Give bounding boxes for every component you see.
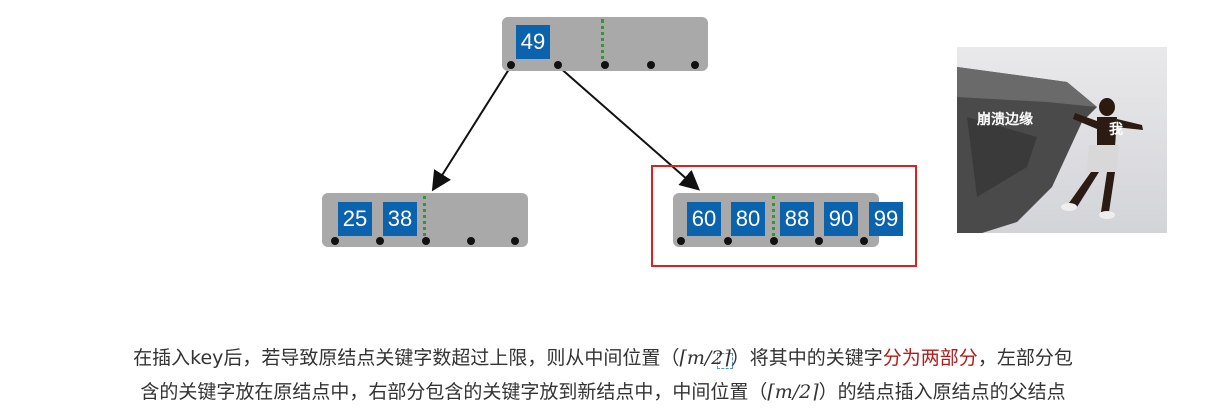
pointer-dot <box>554 61 562 69</box>
pointer-dot <box>422 237 430 245</box>
pointer-dot <box>467 237 475 245</box>
ceil-m-over-2: ⌈m/2⌉ <box>679 347 731 369</box>
left-key-2: 38 <box>383 202 417 236</box>
split-marker <box>423 196 426 242</box>
right-key-4: 90 <box>824 202 858 236</box>
left-key-1: 25 <box>338 202 372 236</box>
pointer-dot <box>601 61 609 69</box>
right-key-3: 88 <box>780 202 814 236</box>
left-child-node: 25 38 <box>322 193 528 247</box>
pointer-dot <box>507 61 515 69</box>
text-cursor-icon <box>717 353 733 369</box>
root-node: 49 <box>502 17 708 71</box>
pointer-dot <box>331 237 339 245</box>
meme-label-me: 我 <box>1109 122 1123 138</box>
root-key-1: 49 <box>516 25 550 59</box>
meme-label-edge: 崩溃边缘 <box>977 112 1033 128</box>
edge-root-to-right <box>557 65 701 191</box>
pointer-dot <box>860 237 868 245</box>
pointer-dot <box>677 237 685 245</box>
right-key-5: 99 <box>869 202 903 236</box>
edge-root-to-left <box>431 65 512 192</box>
pointer-dot <box>770 237 778 245</box>
right-child-node: 60 80 88 90 99 <box>673 193 903 247</box>
pointer-dot <box>376 237 384 245</box>
right-key-2: 80 <box>731 202 765 236</box>
pointer-dot <box>511 237 519 245</box>
description-line-1: 在插入key后，若导致原结点关键字数超过上限，则从中间位置（⌈m/2⌉）将其中的… <box>133 347 1073 369</box>
split-marker <box>601 19 604 67</box>
meme-image: 崩溃边缘 我 <box>957 47 1167 233</box>
pointer-dot <box>691 61 699 69</box>
description-line-2: 含的关键字放在原结点中，右部分包含的关键字放到新结点中，中间位置（⌈m/2⌉）的… <box>140 381 1066 403</box>
pointer-dot <box>815 237 823 245</box>
ceil-m-over-2: ⌈m/2⌉ <box>767 381 819 403</box>
pointer-dot <box>724 237 732 245</box>
split-marker <box>772 196 775 242</box>
right-key-1: 60 <box>687 202 721 236</box>
emphasis-split-two-parts: 分为两部分 <box>882 347 978 369</box>
overflow-highlight-box <box>651 165 917 267</box>
cliff-edge-illustration <box>957 47 1167 233</box>
pointer-dot <box>647 61 655 69</box>
